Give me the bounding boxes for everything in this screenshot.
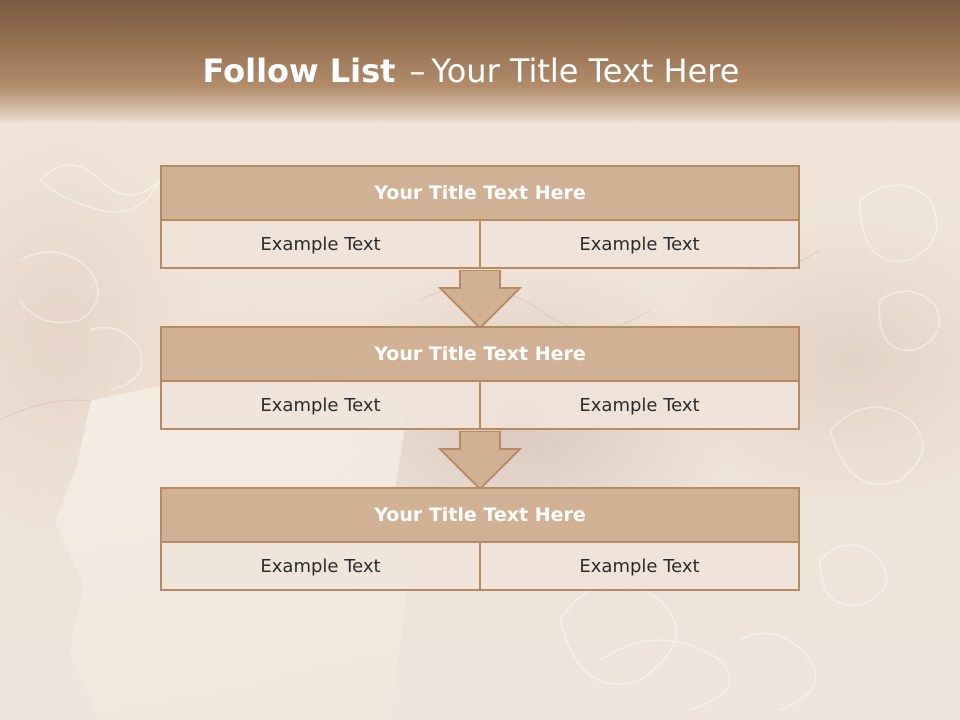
down-arrow-icon (438, 270, 522, 330)
slide-title-separator: – (409, 52, 426, 90)
block-cell-left: Example Text (160, 219, 481, 269)
block-cell-left: Example Text (160, 541, 481, 591)
block-cell-right: Example Text (479, 541, 800, 591)
slide-title: Follow List–Your Title Text Here (0, 52, 942, 90)
block-row: Example Text Example Text (160, 380, 800, 430)
block-title: Your Title Text Here (160, 165, 800, 221)
block-title: Your Title Text Here (160, 326, 800, 382)
slide-title-main: Follow List (202, 52, 396, 90)
block-cell-right: Example Text (479, 219, 800, 269)
down-arrow-icon (438, 431, 522, 491)
follow-block-2: Your Title Text Here Example Text Exampl… (160, 326, 800, 430)
follow-block-1: Your Title Text Here Example Text Exampl… (160, 165, 800, 269)
block-row: Example Text Example Text (160, 219, 800, 269)
block-row: Example Text Example Text (160, 541, 800, 591)
slide-title-subtitle: Your Title Text Here (431, 52, 740, 90)
title-banner (0, 0, 960, 124)
block-cell-right: Example Text (479, 380, 800, 430)
follow-block-3: Your Title Text Here Example Text Exampl… (160, 487, 800, 591)
block-title: Your Title Text Here (160, 487, 800, 543)
block-cell-left: Example Text (160, 380, 481, 430)
